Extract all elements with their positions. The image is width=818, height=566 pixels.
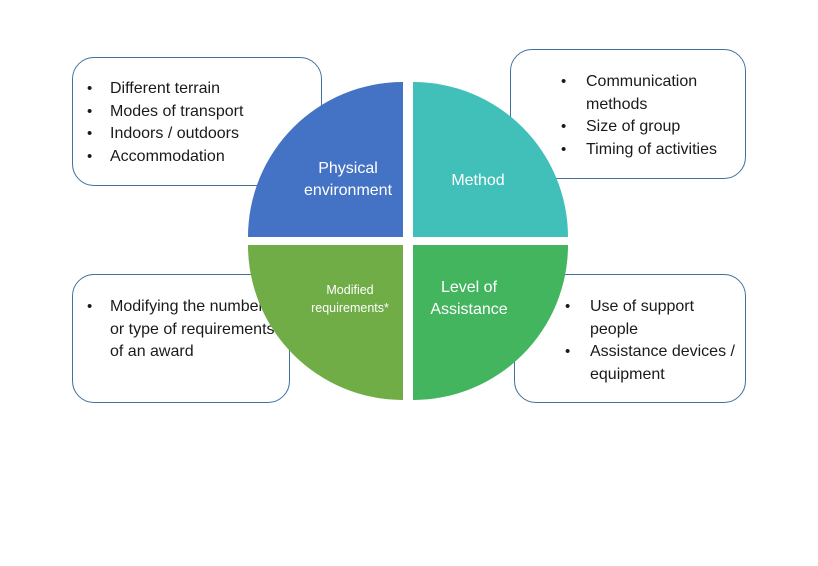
method-quadrant — [413, 82, 568, 237]
level-of-assistance-box: Use of support people Assistance devices… — [514, 274, 746, 403]
method-list: Communication methods Size of group Timi… — [511, 71, 745, 161]
physical-environment-quadrant — [248, 82, 403, 237]
list-item: Communication methods — [511, 71, 745, 116]
level-of-assistance-label: Level of Assistance — [430, 279, 508, 318]
list-item: Modes of transport — [73, 101, 321, 124]
list-item: Size of group — [511, 116, 745, 139]
list-item: Different terrain — [73, 78, 321, 101]
modified-requirements-list: Modifying the number or type of requirem… — [73, 296, 289, 364]
list-item: Indoors / outdoors — [73, 123, 321, 146]
method-box: Communication methods Size of group Timi… — [510, 49, 746, 179]
physical-environment-list: Different terrain Modes of transport Ind… — [73, 78, 321, 168]
list-item: Timing of activities — [511, 139, 745, 162]
list-item: Modifying the number or type of requirem… — [73, 296, 289, 364]
physical-environment-label: Physical environment — [303, 160, 393, 199]
list-item: Use of support people — [515, 296, 745, 341]
modified-requirements-label: Modified requirements* — [311, 283, 389, 315]
list-item: Accommodation — [73, 146, 321, 169]
physical-environment-box: Different terrain Modes of transport Ind… — [72, 57, 322, 186]
level-of-assistance-list: Use of support people Assistance devices… — [515, 296, 745, 386]
level-of-assistance-quadrant — [413, 245, 568, 400]
list-item: Assistance devices / equipment — [515, 341, 745, 386]
method-label: Method — [451, 172, 505, 189]
modified-requirements-quadrant — [248, 245, 403, 400]
modified-requirements-box: Modifying the number or type of requirem… — [72, 274, 290, 403]
